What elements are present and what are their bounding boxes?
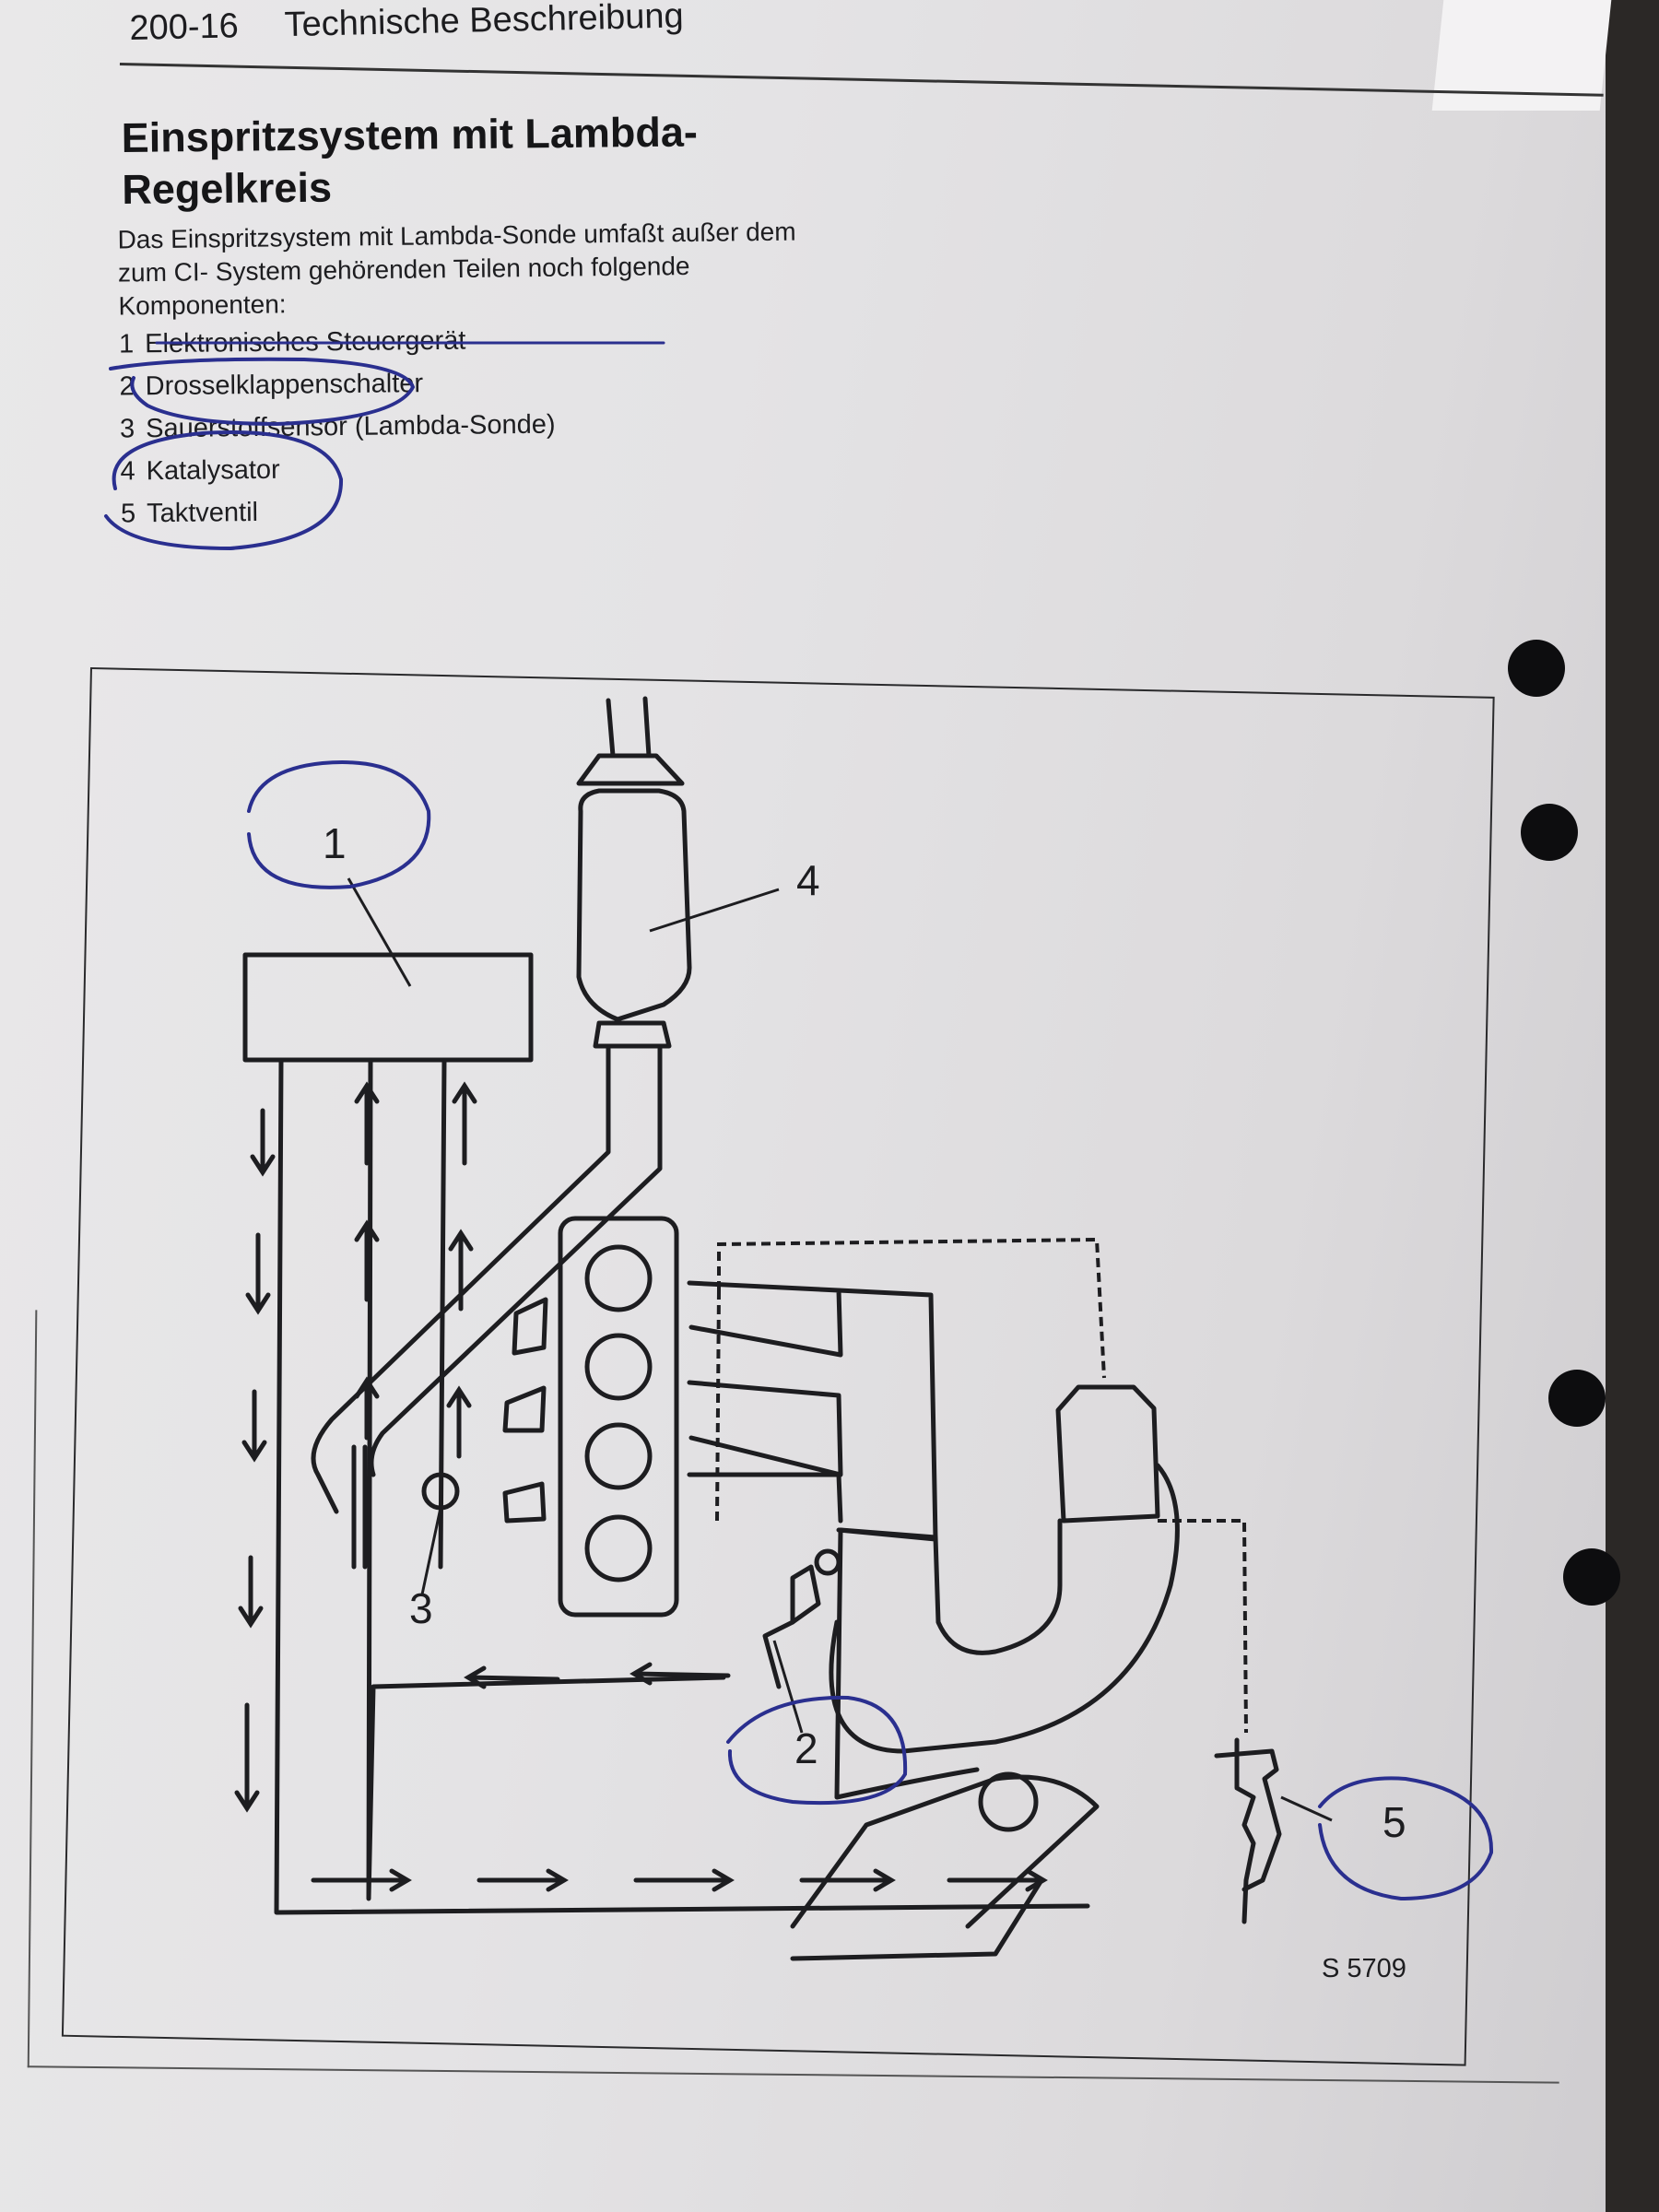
- intake-runner: [687, 1380, 843, 1477]
- intake-elbow-outer: [829, 1463, 1180, 1754]
- throttle-lever: [762, 1619, 795, 1689]
- control-unit-box: [242, 952, 534, 1063]
- intake-elbow-inner: [838, 1518, 1063, 1655]
- leader-5: [1280, 1795, 1333, 1822]
- document-page: 200-16 Technische Beschreibung Einspritz…: [0, 0, 1620, 2212]
- frequency-valve: [1234, 1737, 1256, 1924]
- cylinder-4: [584, 1514, 653, 1583]
- annotation-oval-drosselklappe: [109, 357, 416, 427]
- throttle-switch: [790, 1564, 821, 1625]
- annotation-circle-2: [726, 1695, 908, 1806]
- engine-lambda-diagram: [104, 341, 1494, 1961]
- exhaust-port: [512, 1297, 548, 1356]
- exhaust-pipe-inner: [369, 1046, 663, 1477]
- binder-hole: [1563, 1548, 1620, 1606]
- dashed-line-right: [1158, 1519, 1248, 1734]
- leader-1: [347, 877, 412, 987]
- annotation-oval-katalysator: [104, 430, 344, 551]
- air-intake: [790, 1774, 1100, 1929]
- air-intake-base: [790, 1877, 1044, 1961]
- pipe-flange-top: [576, 753, 685, 786]
- sensor-mount: [351, 1444, 368, 1570]
- intake-runner: [687, 1280, 843, 1358]
- binder-hole: [1508, 640, 1565, 697]
- exhaust-pipe-outer: [311, 1046, 611, 1514]
- callout-5: 5: [1382, 1798, 1406, 1846]
- engine-block: [558, 1216, 679, 1618]
- cylinder-2: [584, 1333, 653, 1401]
- annotation-circle-1: [247, 760, 431, 889]
- fuel-distributor: [1055, 1384, 1160, 1524]
- air-flow-sensor-plate: [978, 1771, 1039, 1832]
- callout-2: 2: [794, 1724, 818, 1772]
- frequency-valve-body: [1214, 1748, 1282, 1892]
- tailpipe: [606, 696, 652, 759]
- callout-3: 3: [409, 1584, 433, 1632]
- intake-plenum: [836, 1288, 938, 1542]
- dashed-line-left: [715, 1289, 721, 1522]
- cylinder-3: [584, 1422, 653, 1490]
- figure-reference: S 5709: [1322, 1954, 1406, 1983]
- callout-1: 1: [323, 819, 347, 867]
- cylinder-1: [584, 1244, 653, 1312]
- signal-line-left: [366, 1057, 726, 1901]
- binder-hole: [1521, 804, 1578, 861]
- callout-4: 4: [796, 856, 820, 904]
- annotation-circle-5: [1318, 1776, 1494, 1901]
- leader-3: [420, 1507, 442, 1595]
- return-line-outer: [274, 1057, 1090, 1915]
- intake-runner: [687, 1472, 843, 1524]
- pipe-flange-bottom: [593, 1020, 672, 1049]
- dashed-line-top: [717, 1237, 1106, 1379]
- intake-duct-left: [834, 1527, 980, 1800]
- leader-4: [649, 888, 780, 933]
- exhaust-port: [502, 1481, 547, 1524]
- leader-2: [772, 1640, 804, 1734]
- catalytic-converter: [576, 788, 692, 1022]
- binder-hole: [1548, 1370, 1606, 1427]
- exhaust-port: [502, 1385, 547, 1433]
